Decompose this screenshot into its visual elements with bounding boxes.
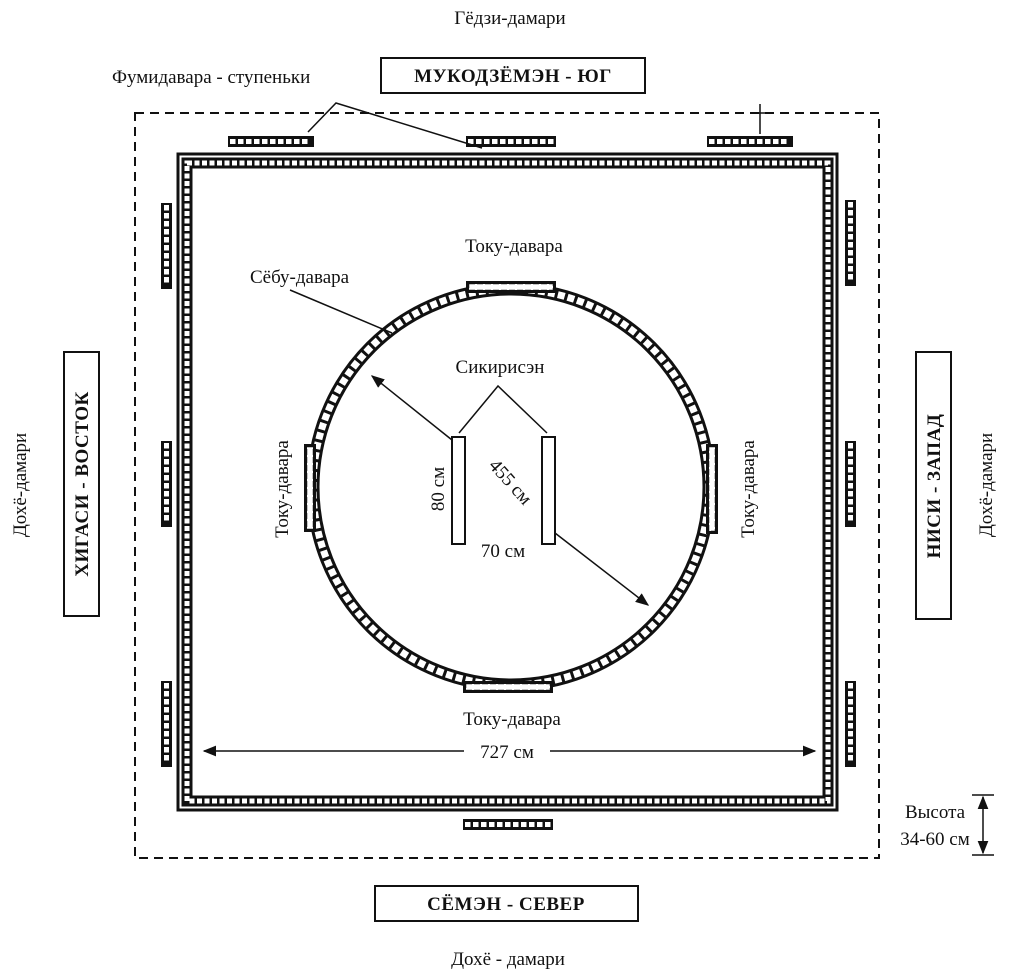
label-top-outside: Гёдзи-дамари	[454, 8, 565, 29]
label-toku-right: Току-давара	[738, 440, 759, 538]
shikiri-line-right	[541, 436, 556, 545]
step-top-center	[466, 136, 556, 147]
east-box	[63, 351, 100, 617]
step-left-bottom	[161, 681, 172, 767]
label-left-outside: Дохё-дамари	[10, 433, 31, 537]
shikiri-leader-line	[458, 384, 548, 434]
label-line-length: 80 см	[428, 467, 449, 511]
step-right-top	[845, 200, 856, 286]
label-steps: Фумидавара - ступеньки	[112, 67, 310, 88]
step-right-middle	[845, 441, 856, 527]
label-bottom-outside: Дохё - дамари	[451, 949, 565, 970]
toku-notch-left	[304, 444, 316, 532]
width-label-bg	[464, 740, 550, 762]
label-toku-bottom: Току-давара	[463, 709, 561, 730]
label-width: 727 см	[480, 742, 534, 763]
label-right-outside: Дохё-дамари	[976, 433, 997, 537]
label-toku-left: Току-давара	[272, 440, 293, 538]
platform-outer-edge	[176, 152, 839, 812]
direction-south: МУКОДЗЁМЭН - ЮГ	[414, 66, 612, 87]
direction-north: СЁМЭН - СЕВЕР	[427, 894, 585, 915]
north-box	[374, 885, 639, 922]
west-box	[915, 351, 952, 620]
toku-notch-right	[706, 444, 718, 534]
step-left-middle	[161, 441, 172, 527]
step-left-top	[161, 203, 172, 289]
direction-east: ХИГАСИ - ВОСТОК	[72, 391, 93, 577]
sebu-leader-line	[289, 289, 393, 334]
label-height-value: 34-60 см	[900, 829, 970, 850]
step-bottom-center	[463, 819, 553, 830]
shikiri-line-left	[451, 436, 466, 545]
label-sebu: Сёбу-давара	[250, 267, 350, 288]
steps-leader-line	[307, 102, 483, 149]
step-bales	[161, 136, 856, 830]
radius-arrow-lower	[554, 532, 650, 606]
step-top-right	[707, 136, 793, 147]
label-height-title: Высота	[905, 802, 966, 823]
label-line-gap: 70 см	[481, 541, 525, 562]
toku-notch-top	[466, 281, 556, 293]
radius-arrow-upper	[370, 375, 453, 441]
outer-dashed-boundary	[134, 112, 880, 859]
direction-west: НИСИ - ЗАПАД	[924, 414, 945, 559]
square-bale-border	[181, 157, 834, 807]
south-box	[380, 57, 646, 94]
toku-notch-bottom	[463, 681, 553, 693]
step-right-bottom	[845, 681, 856, 767]
label-shikiri: Сикирисэн	[456, 357, 545, 378]
label-toku-top: Току-давара	[465, 236, 563, 257]
step-top-left	[228, 136, 314, 147]
label-radius: 455 см	[484, 455, 536, 509]
toku-dawara-notches	[304, 281, 718, 693]
